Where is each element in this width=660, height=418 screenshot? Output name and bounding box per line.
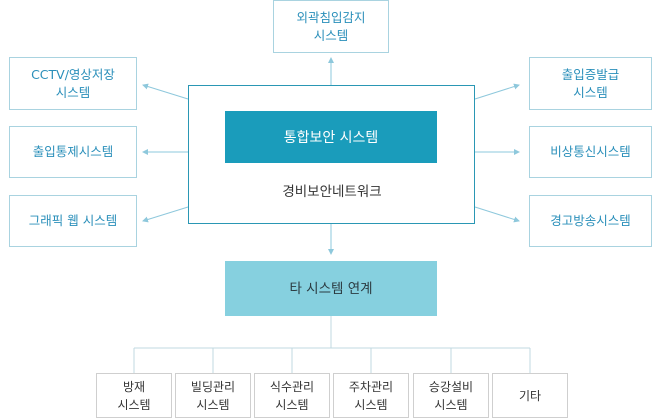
- warning-broadcast-box: 경고방송시스템: [529, 195, 652, 247]
- arrow-to-left-1: [142, 83, 189, 100]
- cctv-system-box: CCTV/영상저장 시스템: [9, 57, 137, 110]
- arrow-to-right-1: [474, 83, 520, 100]
- integrated-security-title: 통합보안 시스템: [225, 111, 437, 163]
- parking-management-box: 주차관리 시스템: [333, 373, 409, 418]
- arrow-to-right-3: [474, 206, 520, 223]
- etc-box: 기타: [492, 373, 568, 418]
- arrow-to-left-3: [142, 206, 189, 223]
- disaster-prevention-box: 방재 시스템: [96, 373, 172, 418]
- security-network-label: 경비보안네트워크: [282, 184, 382, 200]
- other-system-link-box: 타 시스템 연계: [225, 261, 437, 316]
- building-management-box: 빌딩관리 시스템: [175, 373, 251, 418]
- meal-management-box: 식수관리 시스템: [254, 373, 330, 418]
- intrusion-detection-box: 외곽침입감지 시스템: [273, 0, 389, 53]
- graphic-web-box: 그래픽 웹 시스템: [9, 195, 137, 247]
- emergency-comm-box: 비상통신시스템: [529, 126, 652, 178]
- badge-issuing-box: 출입증발급 시스템: [529, 57, 652, 110]
- access-control-box: 출입통제시스템: [9, 126, 137, 178]
- elevator-system-box: 승강설비 시스템: [413, 373, 489, 418]
